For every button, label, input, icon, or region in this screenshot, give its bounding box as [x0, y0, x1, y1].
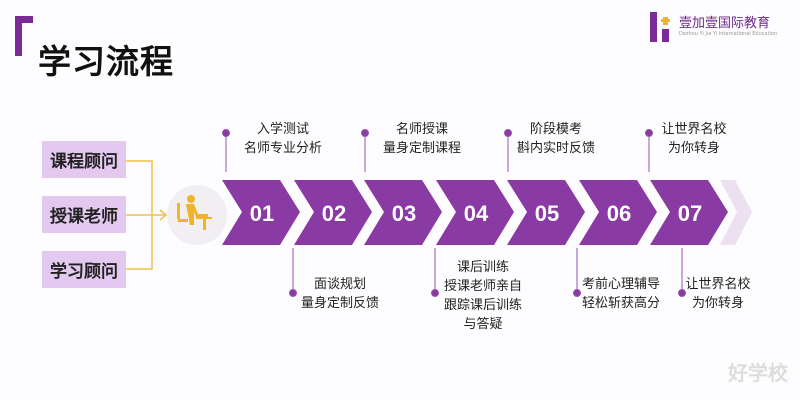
bottom-label-04: 课后训练授课老师亲自跟踪课后训练与答疑 [423, 258, 543, 334]
top-label-07: 让世界名校为你转身 [634, 120, 754, 158]
label-line: 让世界名校 [685, 277, 751, 292]
bottom-label-02: 面谈规划量身定制反馈 [280, 275, 400, 313]
label-line: 入学测试 [256, 122, 309, 137]
label-line: 授课老师亲自 [443, 279, 522, 294]
label-line: 量身定制反馈 [300, 296, 379, 311]
step-number: 07 [678, 201, 702, 226]
label-line: 量身定制课程 [382, 141, 461, 156]
step-chevron-01 [222, 180, 300, 245]
student-desk-icon [177, 195, 212, 230]
label-line: 为你转身 [667, 141, 720, 156]
label-line: 考前心理辅导 [581, 277, 660, 292]
label-line: 为你转身 [691, 296, 744, 311]
leader-dot [222, 129, 230, 137]
step-chevron-06 [579, 180, 657, 245]
label-line: 轻松斩获高分 [581, 296, 660, 311]
title-corner-decoration [15, 16, 33, 56]
label-line: 阶段模考 [529, 122, 582, 137]
step-number: 06 [607, 201, 631, 226]
label-line: 让世界名校 [661, 122, 727, 137]
watermark: 好学校 [728, 361, 788, 385]
logo-icon [650, 12, 670, 42]
label-line: 面谈规划 [313, 277, 366, 292]
trailing-chevron [720, 180, 752, 245]
top-label-05: 阶段模考斟内实时反馈 [496, 120, 616, 158]
leader-dot [289, 289, 297, 297]
leader-dot [573, 289, 581, 297]
leader-dot [504, 129, 512, 137]
step-chevron-04 [436, 180, 514, 245]
bottom-label-06: 考前心理辅导轻松斩获高分 [561, 275, 681, 313]
top-label-01: 入学测试名师专业分析 [223, 120, 343, 158]
step-number: 03 [392, 201, 416, 226]
role-teacher: 授课老师 [42, 196, 126, 233]
logo-subtitle: Dezhou Yi Jia Yi International Education [679, 31, 778, 37]
label-line: 名师专业分析 [243, 141, 322, 156]
step-chevron-07 [650, 180, 728, 245]
label-line: 斟内实时反馈 [516, 141, 595, 156]
step-chevron-02 [294, 180, 372, 245]
label-line: 与答疑 [463, 317, 503, 332]
label-line: 课后训练 [456, 260, 509, 275]
step-number: 01 [250, 201, 274, 226]
bottom-label-07: 让世界名校为你转身 [658, 275, 778, 313]
step-chevron-05 [507, 180, 585, 245]
role-study-advisor: 学习顾问 [42, 251, 126, 288]
page-title: 学习流程 [38, 42, 174, 81]
label-line: 跟踪课后训练 [443, 298, 522, 313]
leader-dot [645, 129, 653, 137]
label-line: 名师授课 [395, 122, 448, 137]
leader-dot [678, 289, 686, 297]
step-number: 05 [535, 201, 559, 226]
step-number: 04 [464, 201, 489, 226]
step-number: 02 [322, 201, 346, 226]
connector-lines [126, 160, 168, 270]
logo-name: 壹加壹国际教育 [679, 16, 771, 31]
leader-dot [431, 289, 439, 297]
step-chevron-03 [364, 180, 442, 245]
leader-dot [361, 129, 369, 137]
role-course-advisor: 课程顾问 [42, 141, 126, 178]
top-label-03: 名师授课量身定制课程 [362, 120, 482, 158]
